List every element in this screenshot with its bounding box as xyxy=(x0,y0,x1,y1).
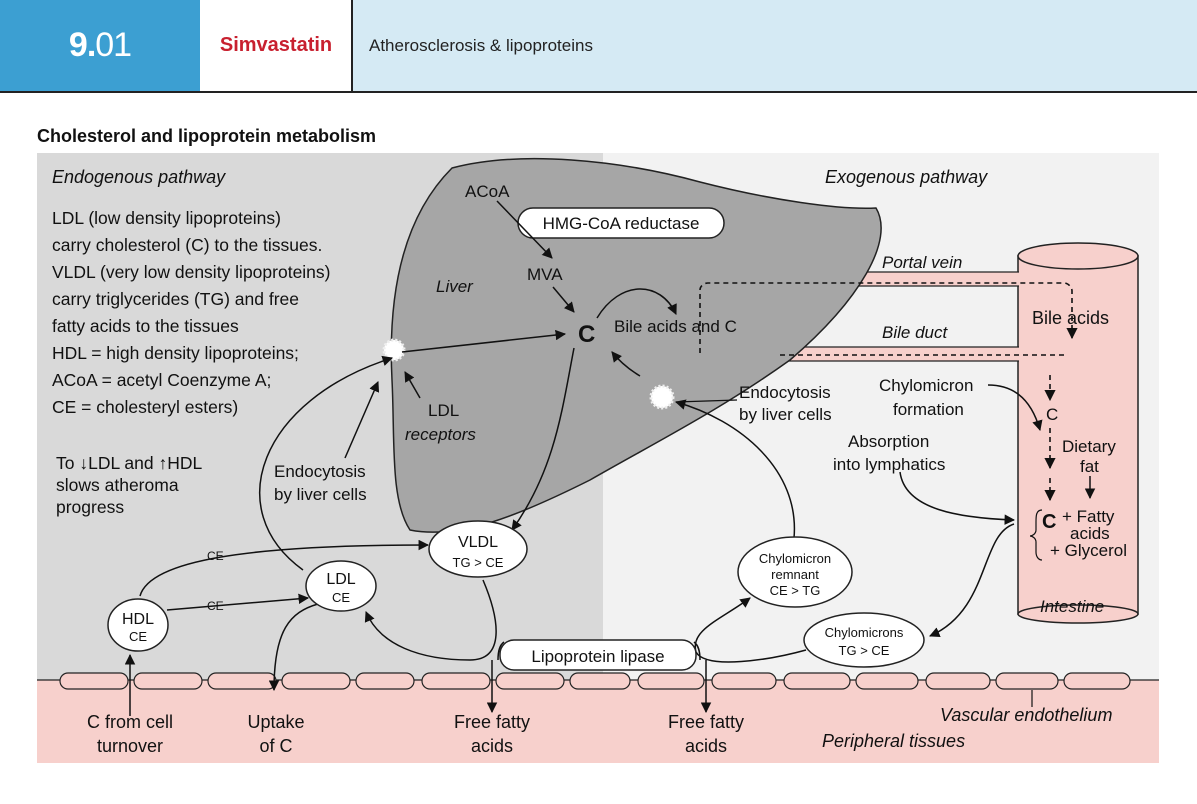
legend-line: fatty acids to the tissues xyxy=(52,316,239,336)
chapter-minor: 01 xyxy=(95,26,132,64)
c-turnover-2: turnover xyxy=(97,736,163,756)
peripheral-tissues-label: Peripheral tissues xyxy=(822,731,965,751)
vldl-node xyxy=(428,520,528,578)
intestine-c-big: C xyxy=(1042,511,1056,533)
chylo-remnant-label-1: Chylomicron xyxy=(759,551,831,566)
ldl-receptors-label-2: receptors xyxy=(405,425,476,444)
liver-arrows xyxy=(401,200,677,531)
endogenous-heading: Endogenous pathway xyxy=(52,167,226,187)
uptake-1: Uptake xyxy=(247,712,304,732)
chylo-remnant-label-3: CE > TG xyxy=(770,583,821,598)
hmg-coa-reductase-label: HMG-CoA reductase xyxy=(543,214,700,233)
cholesterol-c-label: C xyxy=(578,321,595,348)
intestine-label: Intestine xyxy=(1040,597,1104,616)
chylomicrons-label: Chylomicrons xyxy=(825,625,904,640)
fatty-acids-label-1: + Fatty xyxy=(1062,507,1115,526)
ldl-node xyxy=(305,560,377,612)
ldl-receptors-label-1: LDL xyxy=(428,401,459,420)
dietary-fat-label-1: Dietary xyxy=(1062,437,1116,456)
lipoprotein-lipase-label: Lipoprotein lipase xyxy=(531,647,664,666)
note-line: To ↓LDL and ↑HDL xyxy=(56,453,202,473)
dietary-fat-label-2: fat xyxy=(1080,457,1099,476)
chylomicron-formation-2: formation xyxy=(893,400,964,419)
endothelial-cells xyxy=(59,672,1131,690)
vascular-endothelium-label: Vascular endothelium xyxy=(940,705,1112,725)
topic-title: Atherosclerosis & lipoproteins xyxy=(353,0,1197,91)
chylomicrons-sub: TG > CE xyxy=(839,643,890,658)
legend-line: CE = cholesteryl esters) xyxy=(52,397,238,417)
hdl-node xyxy=(107,598,169,652)
note-line: progress xyxy=(56,497,124,517)
hdl-sub: CE xyxy=(129,629,147,644)
mva-label: MVA xyxy=(527,265,563,284)
legend-line: LDL (low density lipoproteins) xyxy=(52,208,281,228)
ffa1-2: acids xyxy=(471,736,513,756)
chylo-remnant-label-2: remnant xyxy=(771,567,819,582)
endocytosis-left-2: by liver cells xyxy=(274,485,367,504)
glycerol-label: + Glycerol xyxy=(1050,541,1127,560)
chylomicron-formation-1: Chylomicron xyxy=(879,376,973,395)
absorption-label-1: Absorption xyxy=(848,432,929,451)
chapter-number: 9.01 xyxy=(0,0,200,91)
intestine-c-label: C xyxy=(1046,405,1058,424)
portal-vein-label: Portal vein xyxy=(882,253,962,272)
liver-label: Liver xyxy=(436,277,474,296)
bile-acid-circulation xyxy=(699,282,1078,502)
legend-line: VLDL (very low density lipoproteins) xyxy=(52,262,331,282)
absorption-label-2: into lymphatics xyxy=(833,455,945,474)
chylomicrons-node xyxy=(803,612,925,668)
header-rule xyxy=(0,91,1197,93)
ce-label: CE xyxy=(207,549,224,563)
exogenous-heading: Exogenous pathway xyxy=(825,167,988,187)
endogenous-arrows xyxy=(124,355,712,716)
fatty-acids-label-2: acids xyxy=(1070,524,1110,543)
peripheral-tissue-band xyxy=(37,680,1159,763)
vldl-label: VLDL xyxy=(458,534,498,551)
endocytosis-right-2: by liver cells xyxy=(739,405,832,424)
legend-line: carry cholesterol (C) to the tissues. xyxy=(52,235,322,255)
legend-line: carry triglycerides (TG) and free xyxy=(52,289,299,309)
section-title: Cholesterol and lipoprotein metabolism xyxy=(37,126,377,146)
legend-line: HDL = high density lipoproteins; xyxy=(52,343,299,363)
ffa2-1: Free fatty xyxy=(668,712,744,732)
ldl-label: LDL xyxy=(326,571,355,588)
vldl-sub: TG > CE xyxy=(453,555,504,570)
intestine xyxy=(1017,242,1139,624)
endocytosis-left-1: Endocytosis xyxy=(274,462,366,481)
ldl-sub: CE xyxy=(332,590,350,605)
bile-acids-and-c-label: Bile acids and C xyxy=(614,317,737,336)
uptake-2: of C xyxy=(259,736,292,756)
note-line: slows atheroma xyxy=(56,475,179,495)
endocytosis-right-pointer xyxy=(675,399,738,403)
drug-name: Simvastatin xyxy=(201,0,353,91)
legend-text: LDL (low density lipoproteins) carry cho… xyxy=(52,208,331,417)
c-turnover-1: C from cell xyxy=(87,712,173,732)
intestine-bile-acids-label: Bile acids xyxy=(1032,308,1109,328)
sum-brace xyxy=(1029,509,1043,561)
endocytosis-right-1: Endocytosis xyxy=(739,383,831,402)
liver-shape xyxy=(390,157,882,533)
ffa2-2: acids xyxy=(685,736,727,756)
ldl-receptor-site xyxy=(382,338,406,362)
ce-label: CE xyxy=(207,599,224,613)
hdl-label: HDL xyxy=(122,611,154,628)
exogenous-arrows xyxy=(674,384,1096,663)
chylomicron-remnant-node xyxy=(737,536,853,608)
acoa-label: ACoA xyxy=(465,182,510,201)
liver-receptor-site xyxy=(649,384,675,410)
legend-line: ACoA = acetyl Coenzyme A; xyxy=(52,370,271,390)
bile-duct-label: Bile duct xyxy=(882,323,948,342)
note-text: To ↓LDL and ↑HDL slows atheroma progress xyxy=(56,453,202,517)
lipoprotein-lipase-box xyxy=(499,639,697,671)
page-header: 9.01 Simvastatin Atherosclerosis & lipop… xyxy=(0,0,1197,93)
chapter-major: 9. xyxy=(68,26,96,64)
ffa1-1: Free fatty xyxy=(454,712,530,732)
